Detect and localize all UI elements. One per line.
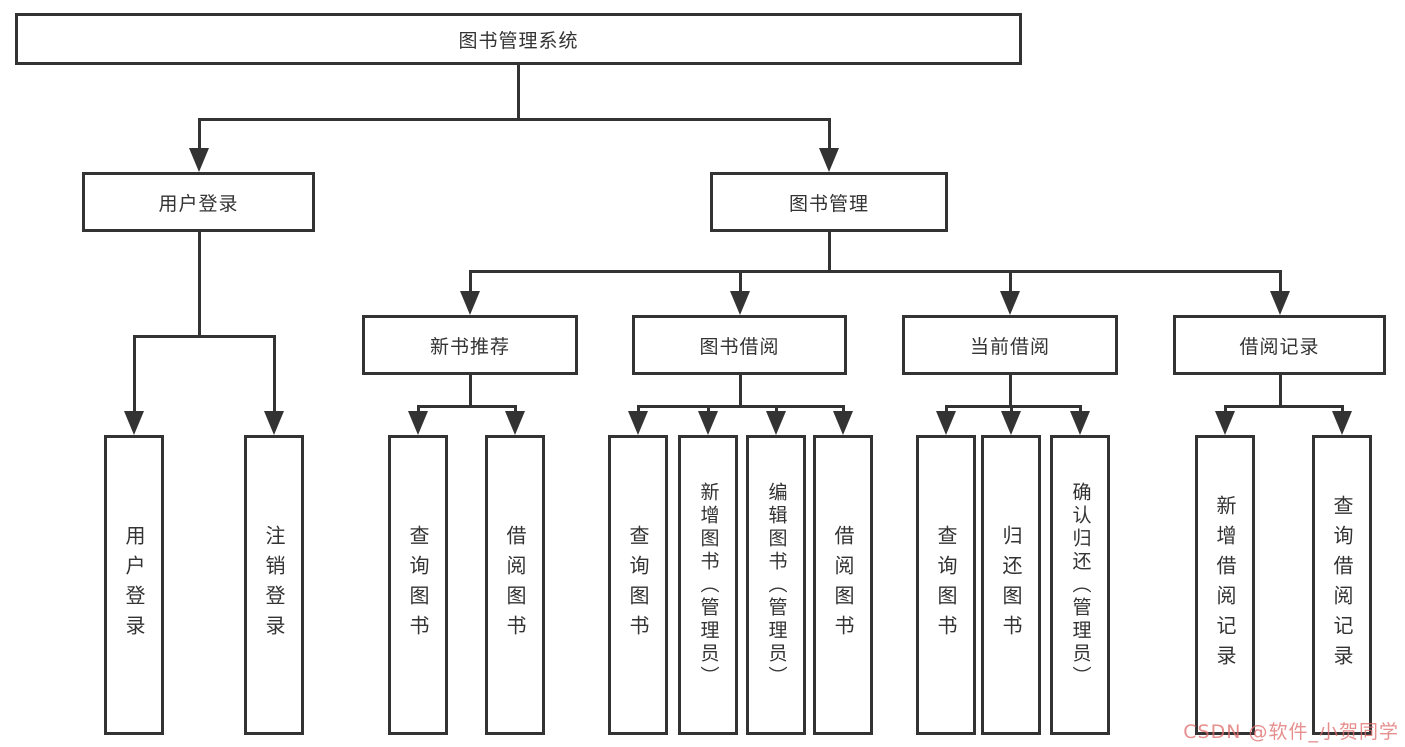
arrowhead-down-icon: [766, 411, 786, 435]
leaf-borrow-books-recommend: 借阅图书: [485, 435, 545, 735]
connector-current-borrowing-bar: [945, 405, 1082, 408]
leaf-logout: 注销登录: [244, 435, 304, 735]
leaf-query-books-current: 查询图书: [916, 435, 976, 735]
connector-drop: [1010, 405, 1013, 413]
connector-drop-borrowing-records: [1279, 270, 1282, 294]
connector-drop: [1341, 405, 1344, 413]
csdn-watermark: CSDN @软件_小贺同学: [1183, 721, 1399, 743]
arrowhead-down-icon: [819, 148, 839, 172]
connector-user-login-stem: [198, 232, 201, 337]
node-current-borrowing: 当前借阅: [902, 315, 1118, 375]
connector-new-book-bar: [417, 405, 517, 408]
arrowhead-down-icon: [264, 411, 284, 435]
connector-drop-user-login: [198, 118, 201, 150]
node-new-book-recommendation: 新书推荐: [362, 315, 578, 375]
arrowhead-down-icon: [833, 411, 853, 435]
leaf-edit-books-admin: 编辑图书（管理员）: [746, 435, 806, 735]
arrowhead-down-icon: [628, 411, 648, 435]
leaf-borrow-books-borrowing: 借阅图书: [813, 435, 873, 735]
connector-new-book-stem: [469, 375, 472, 407]
connector-drop: [417, 405, 420, 413]
connector-drop: [842, 405, 845, 413]
connector-drop-book-management: [828, 118, 831, 150]
connector-current-borrowing-stem: [1009, 375, 1012, 407]
connector-drop: [1224, 405, 1227, 413]
connector-drop: [1079, 405, 1082, 413]
arrowhead-down-icon: [1070, 411, 1090, 435]
connector-drop-leaf-logout: [273, 335, 276, 413]
node-user-login: 用户登录: [82, 172, 315, 232]
arrowhead-down-icon: [124, 411, 144, 435]
connector-drop: [775, 405, 778, 413]
arrowhead-down-icon: [1000, 291, 1020, 315]
node-borrowing-records: 借阅记录: [1173, 315, 1386, 375]
connector-drop: [945, 405, 948, 413]
leaf-confirm-return-admin: 确认归还（管理员）: [1050, 435, 1110, 735]
leaf-add-books-admin: 新增图书（管理员）: [678, 435, 738, 735]
connector-root-stem: [517, 65, 520, 121]
leaf-add-borrow-record: 新增借阅记录: [1195, 435, 1255, 735]
connector-drop: [514, 405, 517, 413]
leaf-user-login: 用户登录: [104, 435, 164, 735]
connector-drop: [707, 405, 710, 413]
connector-user-login-bar: [133, 335, 276, 338]
connector-borrowing-records-bar: [1224, 405, 1344, 408]
arrowhead-down-icon: [1270, 291, 1290, 315]
arrowhead-down-icon: [505, 411, 525, 435]
arrowhead-down-icon: [189, 148, 209, 172]
arrowhead-down-icon: [460, 291, 480, 315]
leaf-query-borrow-record: 查询借阅记录: [1312, 435, 1372, 735]
connector-drop-leaf-user-login: [133, 335, 136, 413]
connector-book-borrowing-bar: [637, 405, 845, 408]
connector-drop-book-borrowing: [739, 270, 742, 294]
arrowhead-down-icon: [936, 411, 956, 435]
connector-book-borrowing-stem: [739, 375, 742, 407]
node-book-management: 图书管理: [710, 172, 948, 232]
leaf-query-books-borrowing: 查询图书: [608, 435, 668, 735]
arrowhead-down-icon: [698, 411, 718, 435]
arrowhead-down-icon: [1332, 411, 1352, 435]
connector-book-management-bar: [469, 270, 1282, 273]
node-library-management-system: 图书管理系统: [15, 13, 1022, 65]
connector-borrowing-records-stem: [1279, 375, 1282, 407]
connector-drop: [637, 405, 640, 413]
connector-drop-current-borrowing: [1009, 270, 1012, 294]
leaf-query-books-recommend: 查询图书: [388, 435, 448, 735]
node-book-borrowing: 图书借阅: [632, 315, 847, 375]
arrowhead-down-icon: [1215, 411, 1235, 435]
leaf-return-books: 归还图书: [981, 435, 1041, 735]
connector-drop-new-book-recommendation: [469, 270, 472, 294]
connector-book-management-stem: [828, 232, 831, 272]
connector-root-bar: [198, 118, 831, 121]
arrowhead-down-icon: [408, 411, 428, 435]
arrowhead-down-icon: [730, 291, 750, 315]
arrowhead-down-icon: [1001, 411, 1021, 435]
